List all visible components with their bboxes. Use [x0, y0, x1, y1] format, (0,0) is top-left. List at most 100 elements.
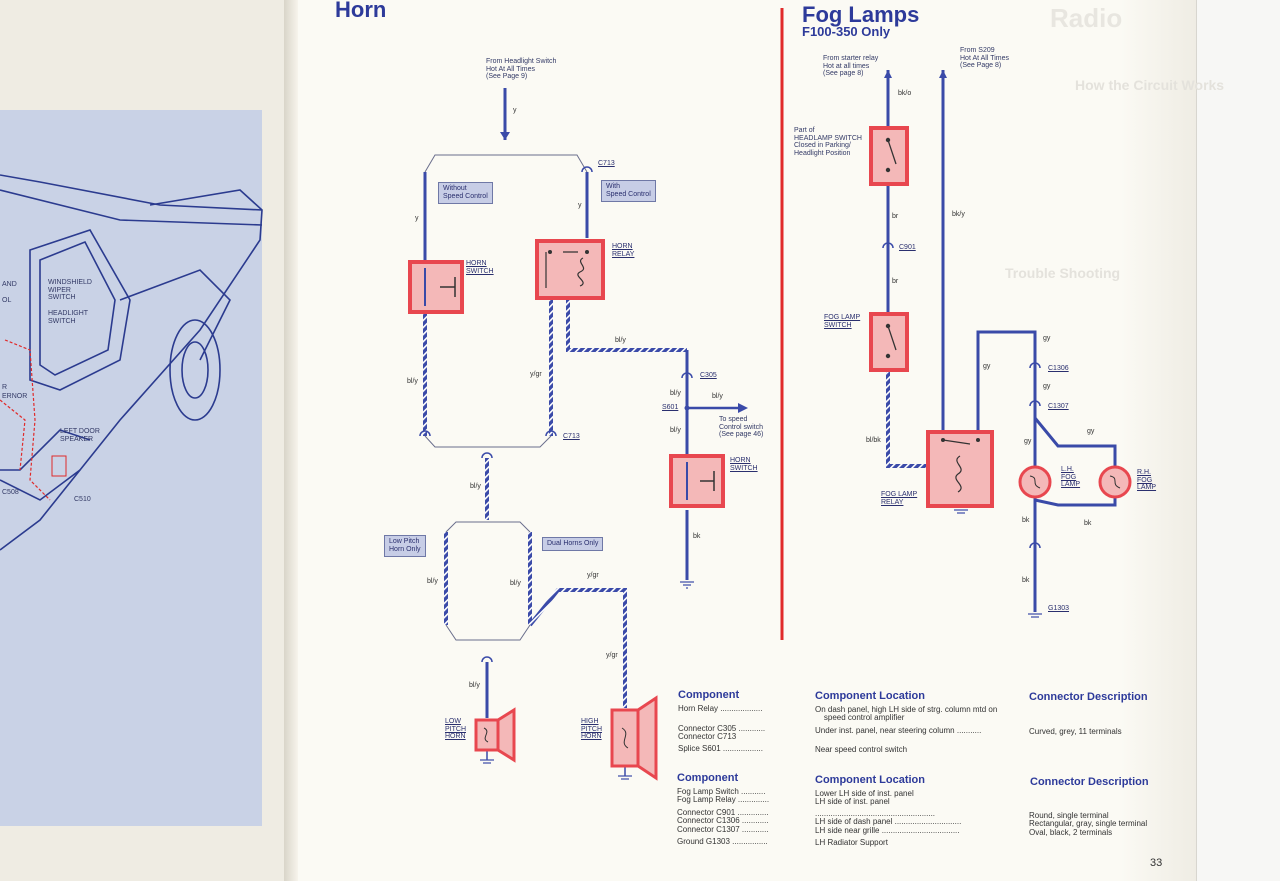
label-rh-fog-lamp: R.H. FOG LAMP: [1137, 469, 1157, 492]
label-c713-mid: C713: [563, 433, 580, 440]
fog-row-2-component: Connector C901 .............. Connector …: [677, 808, 769, 834]
wire-gy-5: gy: [1024, 438, 1032, 445]
wire-br-2: br: [892, 278, 899, 285]
wire-gy-3: gy: [1043, 383, 1051, 390]
wire-y-2: y: [415, 215, 419, 222]
wire-bly-3: bl/y: [670, 390, 681, 397]
horn-switch-symbol: [408, 260, 464, 314]
wire-bly-7: bl/y: [427, 578, 438, 585]
label-c1307: C1307: [1048, 403, 1069, 410]
horn-table-header-location: Component Location: [815, 690, 925, 702]
label-headlamp-switch: Part of HEADLAMP SWITCH Closed in Parkin…: [794, 127, 862, 158]
horn-row-3-component: Splice S601 ..................: [678, 744, 763, 753]
label-s601: S601: [662, 404, 679, 411]
ghost-subtitle: How the Circuit Works: [1075, 77, 1225, 93]
next-page-bleed: [1120, 0, 1196, 881]
wire-blbk: bl/bk: [866, 437, 881, 444]
wire-gy-1: gy: [1043, 335, 1051, 342]
label-c713-top: C713: [598, 160, 615, 167]
page-edge: [1196, 0, 1280, 881]
wire-y-1: y: [513, 107, 517, 114]
fog-title: Fog Lamps: [802, 2, 920, 27]
label-fog-lamp-switch: FOG LAMP SWITCH: [824, 314, 861, 329]
wire-bko: bk/o: [898, 90, 912, 97]
truck-illustration: [0, 174, 263, 551]
label-c1306: C1306: [1048, 365, 1069, 372]
wire-bly-7b: bl/y: [510, 580, 521, 587]
fog-row-3-location: LH Radiator Support: [815, 838, 888, 847]
fog-row-1-component: Fog Lamp Switch ........... Fog Lamp Rel…: [677, 787, 770, 805]
wire-ygr-1: y/gr: [530, 371, 542, 378]
ghost-radio-title: Radio: [1050, 3, 1123, 33]
rh-fog-lamp-symbol: [1098, 465, 1132, 499]
fog-lamp-relay-symbol: [926, 430, 994, 508]
fog-subtitle: F100-350 Only: [802, 24, 891, 39]
wire-bly-4: bl/y: [712, 393, 723, 400]
high-pitch-horn-symbol: [610, 695, 658, 781]
wire-y-3: y: [578, 202, 582, 209]
page-number: 33: [1150, 857, 1163, 869]
label-horn-switch-2: HORN SWITCH: [730, 457, 758, 472]
horn-row-2-location: Under inst. panel, near steering column …: [815, 726, 982, 735]
label-fog-lamp-relay: FOG LAMP RELAY: [881, 491, 918, 506]
box-dual-horns-only: Dual Horns Only: [542, 537, 604, 552]
horn-relay-symbol: [535, 239, 605, 300]
wire-bky: bk/y: [952, 211, 965, 218]
fog-s209-note: From S209 Hot At All Times (See Page 8): [960, 47, 1010, 70]
fog-table-header-location: Component Location: [815, 774, 925, 786]
label-g1303: G1303: [1048, 605, 1070, 612]
horn-row-3-location: Near speed control switch: [815, 745, 908, 754]
wire-gy-4: gy: [1087, 428, 1095, 435]
label-high-pitch-horn: HIGH PITCH HORN: [581, 718, 602, 741]
left-label-ernor: ERNOR: [2, 393, 28, 400]
box-with-speed-control: With Speed Control: [601, 180, 656, 203]
horn-row-2-connector: Curved, grey, 11 terminals: [1029, 727, 1122, 736]
wire-bly-2: bl/y: [615, 337, 626, 344]
box-without-speed-control: Without Speed Control: [438, 182, 493, 205]
box-low-pitch-only: Low Pitch Horn Only: [384, 535, 426, 558]
left-label-and: AND: [2, 281, 17, 288]
wire-ygr-2: y/gr: [587, 572, 599, 579]
horn-table-header-connector: Connector Description: [1029, 691, 1148, 703]
fog-row-2-connector: Round, single terminal Rectangular, gray…: [1029, 811, 1148, 837]
wire-gy-2: gy: [983, 363, 991, 370]
left-label-c508: C508: [2, 489, 19, 496]
horn-switch-2-symbol: [669, 454, 725, 508]
label-c305: C305: [700, 372, 717, 379]
label-horn-switch: HORN SWITCH: [466, 260, 494, 275]
horn-source-note: From Headlight Switch Hot At All Times (…: [486, 58, 557, 81]
wire-bly-8: bl/y: [469, 682, 480, 689]
wire-bly-1: bl/y: [407, 378, 418, 385]
horn-row-2-component: Connector C305 ............ Connector C7…: [678, 724, 766, 742]
wire-bk-1: bk: [1022, 517, 1030, 524]
left-label-headlight-switch: HEADLIGHT SWITCH: [48, 310, 89, 325]
left-page: [0, 0, 292, 881]
ghost-trouble: Trouble Shooting: [1005, 265, 1121, 281]
wire-bly-6: bl/y: [470, 483, 481, 490]
left-label-r: R: [2, 384, 8, 391]
wire-bk-3: bk: [1022, 577, 1030, 584]
fog-table-header-connector: Connector Description: [1030, 776, 1149, 788]
left-label-wiper-switch: WINDSHIELD WIPER SWITCH: [48, 279, 92, 302]
wire-bly-5: bl/y: [670, 427, 681, 434]
left-label-door-speaker: LEFT DOOR SPEAKER: [60, 428, 100, 443]
horn-row-1-location: On dash panel, high LH side of strg. col…: [815, 705, 998, 723]
fog-starter-note: From starter relay Hot at all times (See…: [823, 55, 879, 78]
left-label-ol: OL: [2, 297, 12, 304]
horn-row-1-component: Horn Relay ...................: [678, 704, 763, 713]
right-page: [298, 0, 1196, 881]
label-lh-fog-lamp: L.H. FOG LAMP: [1061, 466, 1081, 489]
horn-title: Horn: [335, 0, 387, 22]
wire-bk-2: bk: [1084, 520, 1092, 527]
page-gutter: [284, 0, 298, 881]
lh-fog-lamp-symbol: [1018, 465, 1052, 499]
fog-lamp-switch-symbol: [869, 312, 909, 372]
wire-br-1: br: [892, 213, 899, 220]
horn-table-header-component: Component: [678, 689, 740, 701]
fog-row-1-location: Lower LH side of inst. panel LH side of …: [815, 789, 914, 807]
wire-ygr-3: y/gr: [606, 652, 618, 659]
low-pitch-horn-symbol: [474, 707, 516, 763]
wire-bk-horn: bk: [693, 533, 701, 540]
label-low-pitch-horn: LOW PITCH HORN: [445, 718, 466, 741]
